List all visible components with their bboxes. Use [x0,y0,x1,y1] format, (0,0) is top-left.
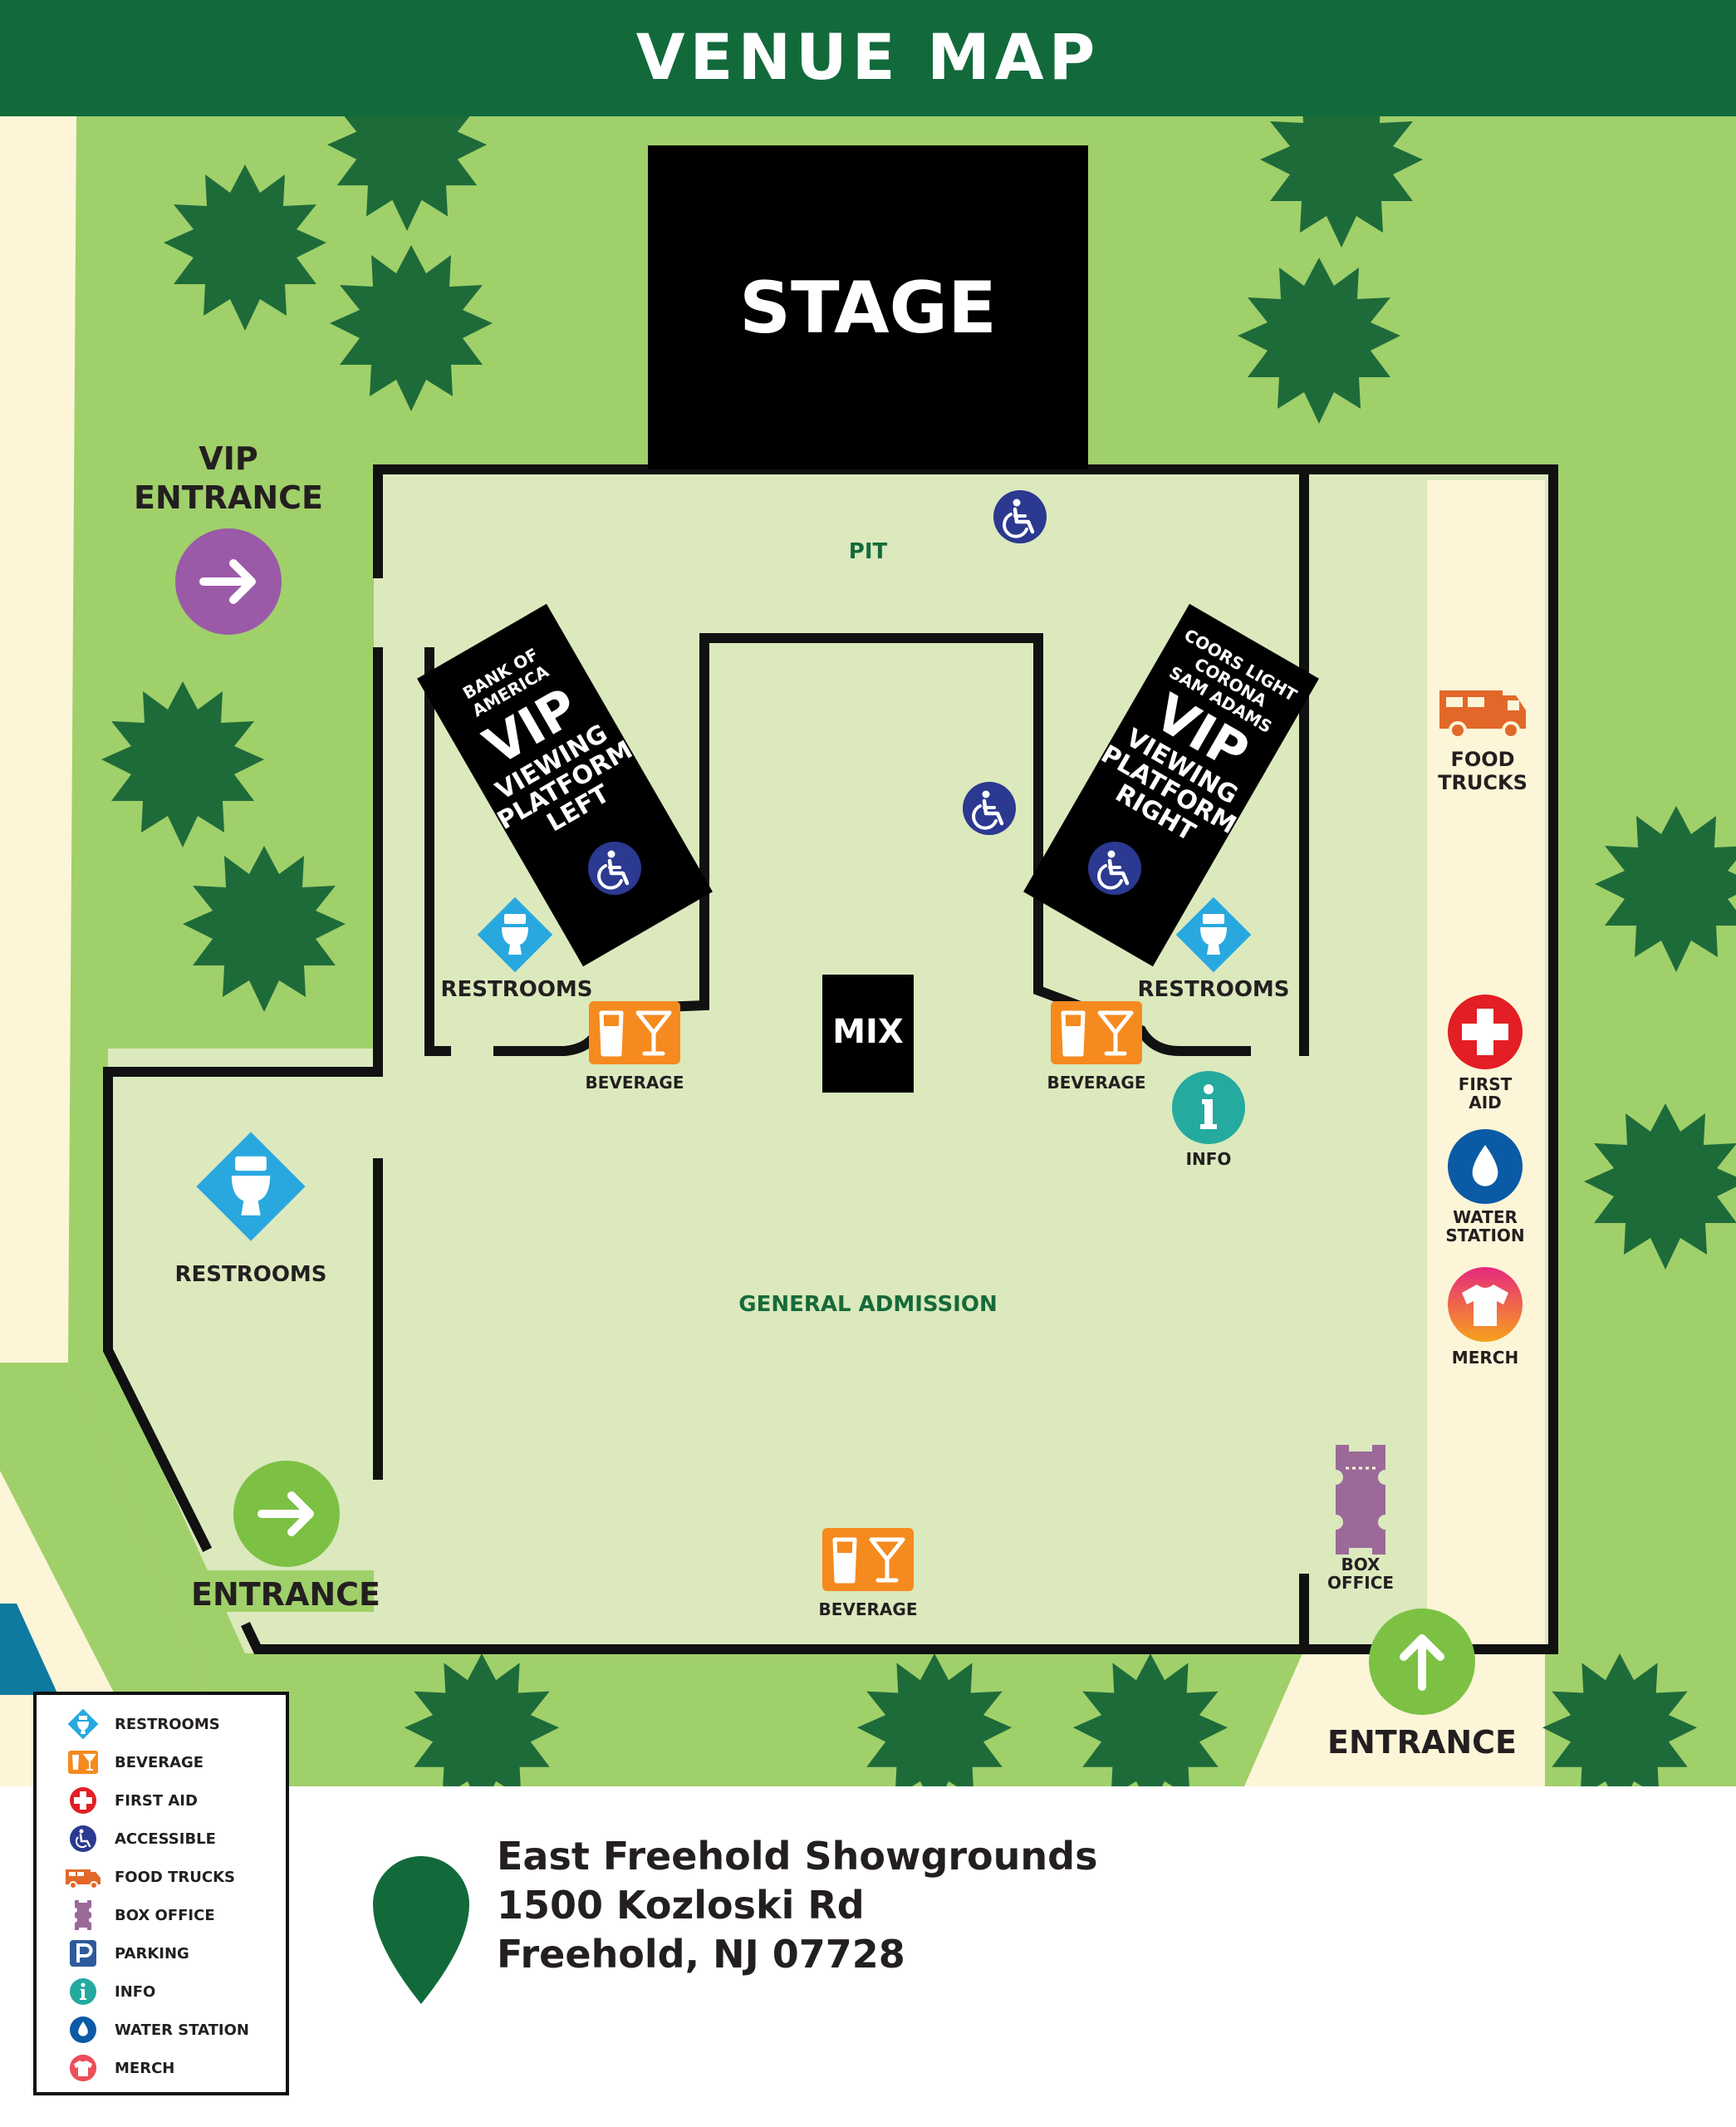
restrooms-left-label: RESTROOMS [440,977,592,1002]
stage-label: STAGE [739,267,997,350]
restrooms-outer-label: RESTROOMS [174,1262,326,1287]
address-line-2: 1500 Kozloski Rd [497,1883,865,1928]
legend-item-parking: PARKING [37,1934,286,1972]
vip-entrance-marker[interactable] [175,528,282,635]
restrooms-right-label: RESTROOMS [1137,977,1289,1002]
page-title: VENUE MAP [636,20,1101,94]
beverage-icon [68,1751,98,1774]
legend-item-water-station: WATER STATION [37,2011,286,2049]
food-trucks-label-2: TRUCKS [1438,771,1528,794]
ticket-icon [1336,1445,1385,1555]
legend-item-info: INFO [37,1972,286,2011]
venue-address: East Freehold Showgrounds 1500 Kozloski … [497,1832,1097,1979]
arrow-right-icon [257,1491,314,1536]
restroom-icon [67,1708,99,1740]
beverage-right-label: BEVERAGE [1047,1073,1145,1093]
box-office-label-1: BOX [1341,1555,1381,1574]
legend-label: PARKING [115,1944,189,1962]
beverage-icon [589,1001,680,1064]
water-station-label-2: STATION [1445,1226,1524,1245]
accessible-icon [588,842,641,895]
map-legend: RESTROOMS BEVERAGE FIRST AID ACCESSIBLE … [33,1692,289,2095]
food-truck-icon [66,1869,101,1889]
info-label: INFO [1186,1149,1232,1169]
shirt-icon [1448,1267,1523,1342]
address-line-3: Freehold, NJ 07728 [497,1932,905,1977]
legend-item-accessible: ACCESSIBLE [37,1820,286,1858]
vip-entrance-label-2: ENTRANCE [134,479,323,516]
beverage-left-label: BEVERAGE [585,1073,684,1093]
first-aid-label-1: FIRST [1459,1074,1513,1094]
arrow-right-icon [199,559,256,604]
vip-entrance-label-1: VIP [199,440,257,477]
legend-item-food-trucks: FOOD TRUCKS [37,1858,286,1896]
legend-label: ACCESSIBLE [115,1830,216,1848]
entrance-right-marker[interactable] [1369,1609,1475,1715]
merch-label: MERCH [1452,1348,1518,1368]
legend-item-restrooms: RESTROOMS [37,1705,286,1743]
first-aid-label-2: AID [1469,1093,1502,1113]
info-icon [1172,1071,1245,1144]
stage [648,145,1088,469]
legend-label: RESTROOMS [115,1715,220,1733]
legend-label: FOOD TRUCKS [115,1868,235,1886]
beverage-bottom-label: BEVERAGE [818,1599,917,1619]
legend-label: BOX OFFICE [115,1906,215,1924]
entrance-left-marker[interactable] [233,1461,340,1567]
mix-label: MIX [832,1013,904,1051]
legend-label: INFO [115,1982,156,2001]
legend-label: WATER STATION [115,2021,249,2039]
info-icon [70,1978,96,2005]
first-aid-icon [1448,995,1523,1069]
legend-item-box-office: BOX OFFICE [37,1896,286,1934]
beverage-icon [1051,1001,1142,1064]
ticket-icon [75,1900,91,1930]
accessible-icon [70,1825,96,1852]
accessible-icon [1088,842,1141,895]
accessible-icon [963,782,1016,835]
arrow-up-icon [1400,1634,1444,1691]
water-drop-icon [1448,1129,1523,1204]
location-pin-icon [373,1856,469,2004]
parking-icon [70,1940,96,1967]
legend-item-first-aid: FIRST AID [37,1781,286,1820]
pit-label: PIT [849,539,888,564]
water-station-label-1: WATER [1453,1207,1518,1227]
water-drop-icon [70,2016,96,2043]
food-truck-icon [1439,690,1526,739]
food-trucks-label-1: FOOD [1450,748,1514,771]
accessible-icon [993,490,1047,543]
venue-fence [103,464,1558,1654]
legend-label: MERCH [115,2059,175,2077]
legend-item-merch: MERCH [37,2049,286,2087]
shirt-icon [70,2055,96,2081]
legend-label: BEVERAGE [115,1753,204,1771]
general-admission-label: GENERAL ADMISSION [738,1292,997,1317]
legend-item-beverage: BEVERAGE [37,1743,286,1781]
mix-booth [822,975,914,1093]
header-bar [0,0,1736,116]
entrance-right-label: ENTRANCE [1327,1724,1517,1761]
first-aid-icon [70,1787,96,1814]
legend-label: FIRST AID [115,1791,198,1810]
address-line-1: East Freehold Showgrounds [497,1834,1098,1879]
entrance-left-label: ENTRANCE [191,1576,380,1613]
beverage-icon [822,1528,914,1591]
box-office-label-2: OFFICE [1327,1573,1394,1593]
